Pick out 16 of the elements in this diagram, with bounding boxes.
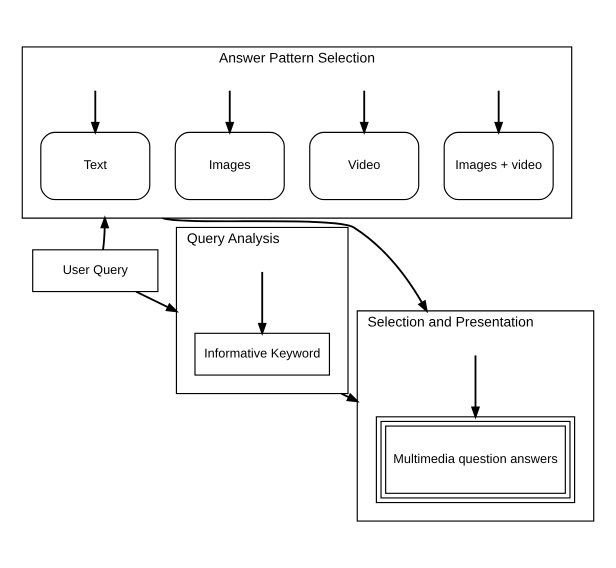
arrow: [258, 272, 267, 336]
arrow: [225, 90, 234, 135]
arrow: [494, 90, 504, 135]
arrow: [100, 215, 110, 250]
node-box: Images + video: [444, 132, 554, 200]
arrow: [470, 355, 480, 420]
arrow: [90, 90, 100, 135]
arrow: [360, 90, 369, 135]
node-box: Video: [309, 132, 420, 200]
node-box: Informative Keyword: [194, 332, 330, 376]
node-box: Images: [174, 132, 285, 200]
arrow: [340, 392, 360, 403]
arrow: [136, 290, 179, 313]
node-box: Text: [40, 132, 150, 200]
node-box: Multimedia question answers: [376, 416, 576, 504]
node-box: User Query: [32, 249, 158, 292]
